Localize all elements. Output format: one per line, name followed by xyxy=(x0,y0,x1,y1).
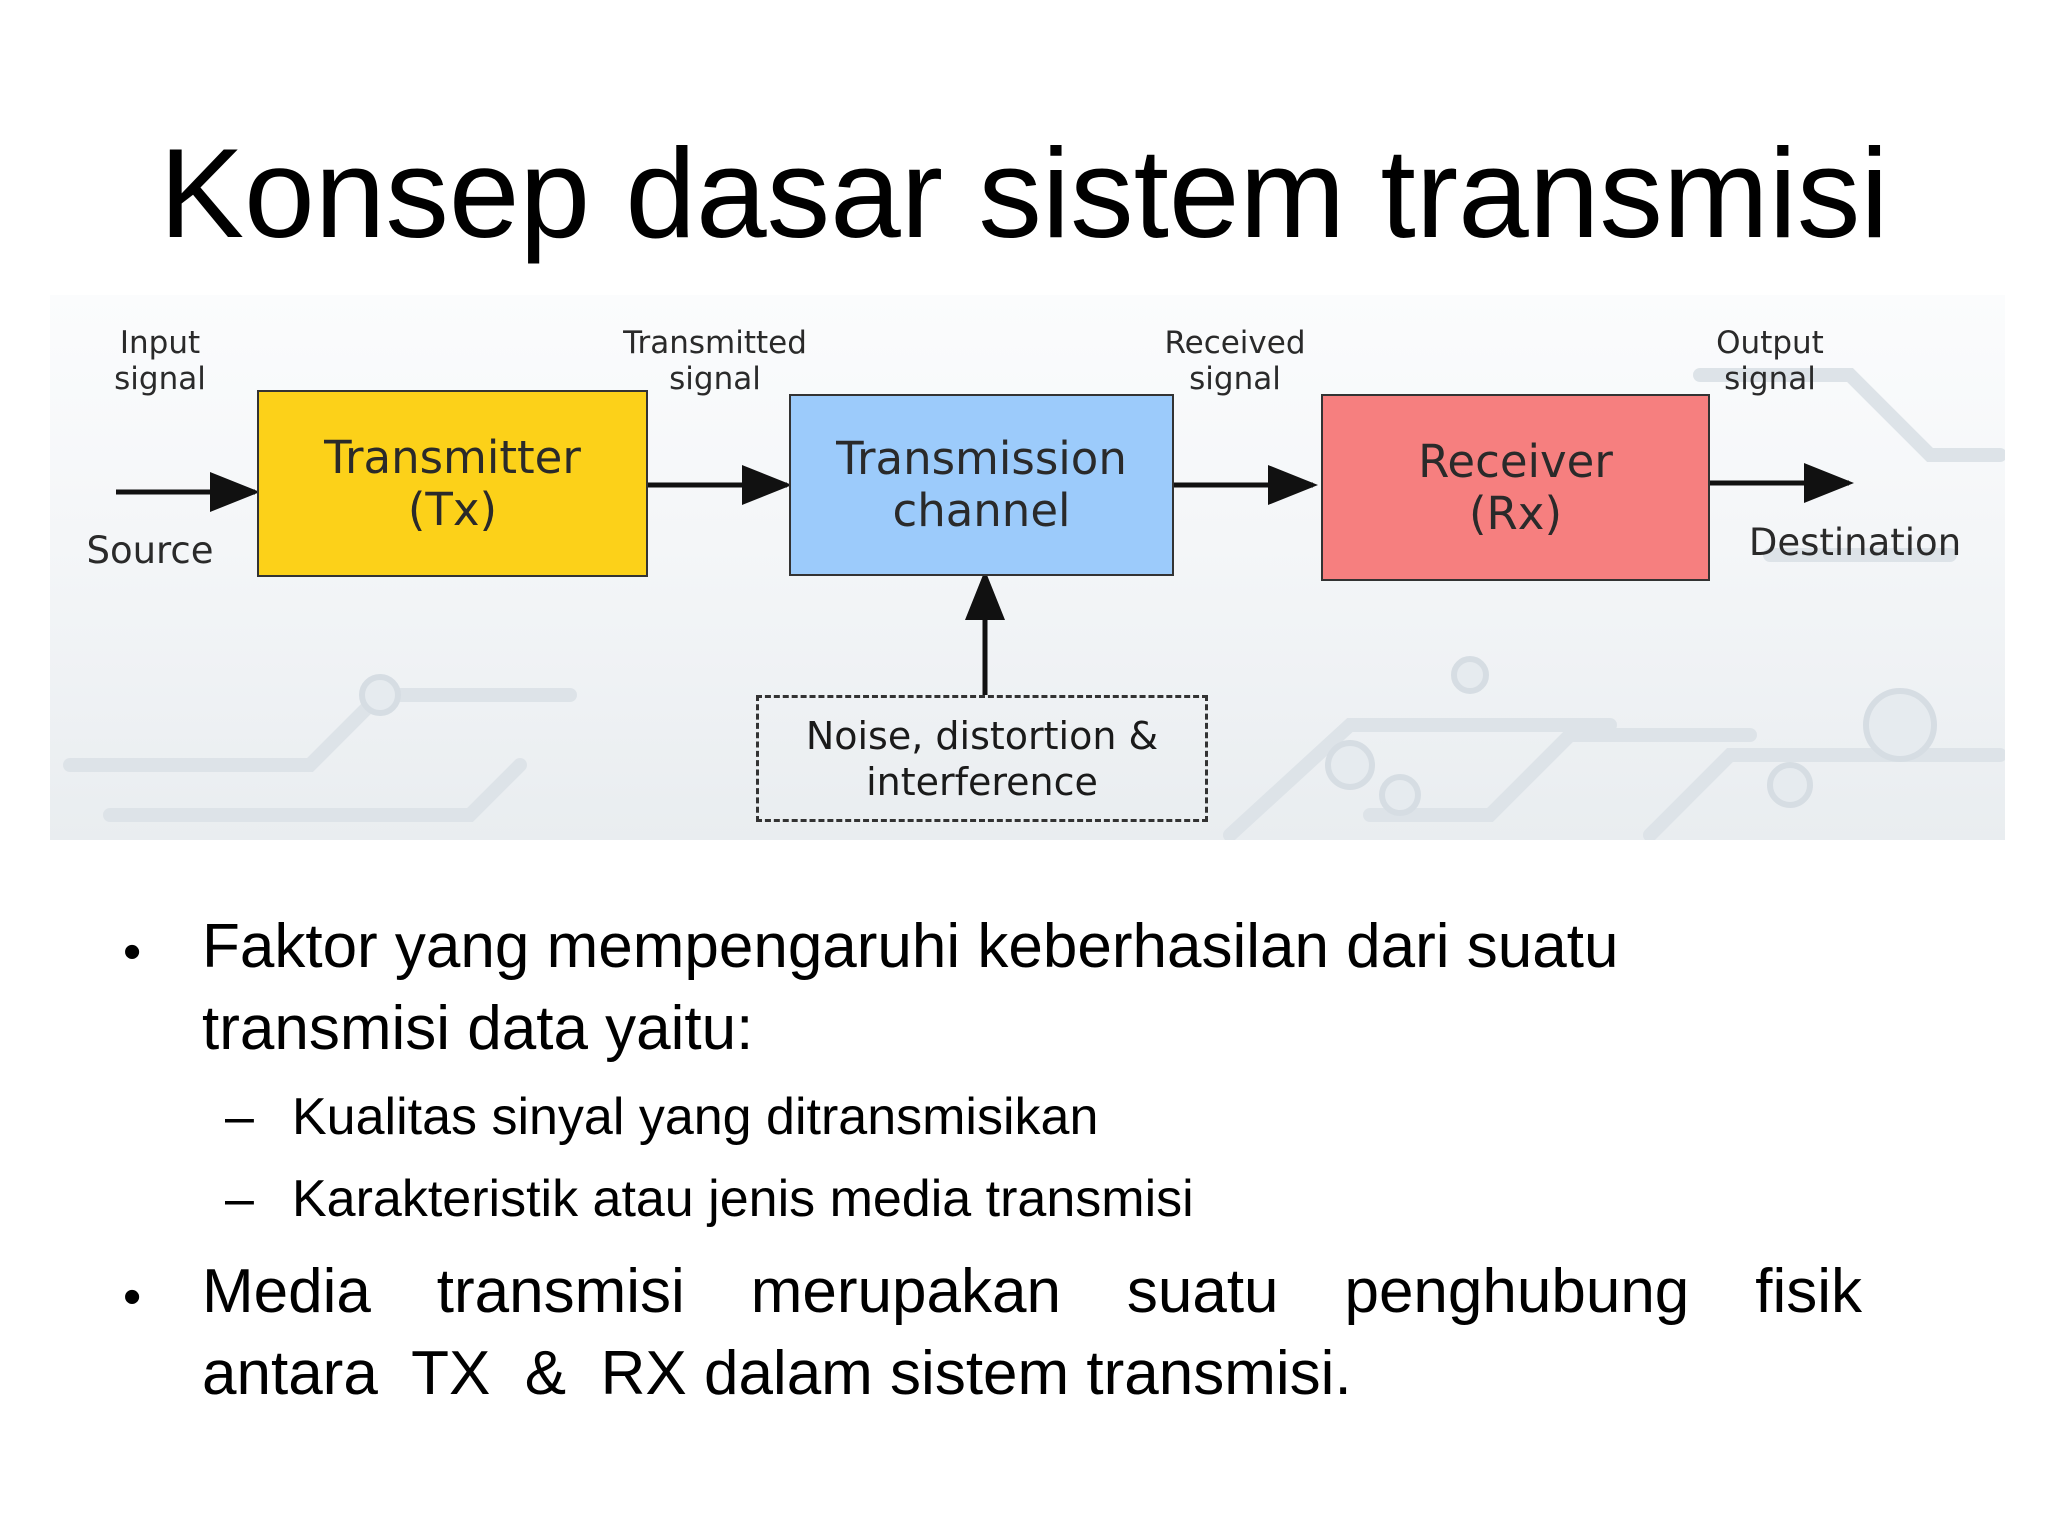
bullet-item-2: Media transmisi merupakan suatu penghubu… xyxy=(202,1251,1862,1415)
receiver-block: Receiver (Rx) xyxy=(1321,394,1710,581)
circuit-background xyxy=(63,368,2005,840)
source-label: Source xyxy=(86,529,214,572)
bullet-2-line-2: antara TX & RX dalam sistem transmisi. xyxy=(202,1339,1352,1408)
bullet-1-line-1: Faktor yang mempengaruhi keberhasilan da… xyxy=(202,912,1619,981)
transmission-channel-block: Transmission channel xyxy=(789,394,1174,576)
transmitted-signal-label: Transmitted signal xyxy=(623,325,807,397)
destination-label: Destination xyxy=(1748,521,1962,564)
noise-distortion-label: Noise, distortion & interference xyxy=(805,713,1159,804)
output-signal-label: Output signal xyxy=(1716,325,1824,397)
bullet-item-1: Faktor yang mempengaruhi keberhasilan da… xyxy=(202,906,1882,1070)
transmission-diagram: Input signal Transmitted signal Received… xyxy=(50,295,2005,840)
sub-item-2: Karakteristik atau jenis media transmisi xyxy=(292,1170,1194,1228)
receiver-label: Receiver (Rx) xyxy=(1418,434,1613,540)
slide-title: Konsep dasar sistem transmisi xyxy=(159,122,1889,264)
bullet-marker: • xyxy=(123,923,142,981)
diagram-arrows xyxy=(116,463,1854,695)
dash-marker: – xyxy=(225,1170,254,1228)
sub-item-1: Kualitas sinyal yang ditransmisikan xyxy=(292,1088,1099,1146)
bullet-2-line-1: Media transmisi merupakan suatu penghubu… xyxy=(202,1257,1862,1326)
transmission-channel-label: Transmission channel xyxy=(836,432,1127,537)
input-signal-label: Input signal xyxy=(114,325,206,397)
transmitter-label: Transmitter (Tx) xyxy=(324,430,581,536)
transmitter-block: Transmitter (Tx) xyxy=(257,390,648,577)
noise-distortion-box: Noise, distortion & interference xyxy=(756,695,1208,822)
bullet-marker: • xyxy=(123,1268,142,1326)
dash-marker: – xyxy=(225,1088,254,1146)
received-signal-label: Received signal xyxy=(1164,325,1306,397)
bullet-1-line-2: transmisi data yaitu: xyxy=(202,994,754,1063)
